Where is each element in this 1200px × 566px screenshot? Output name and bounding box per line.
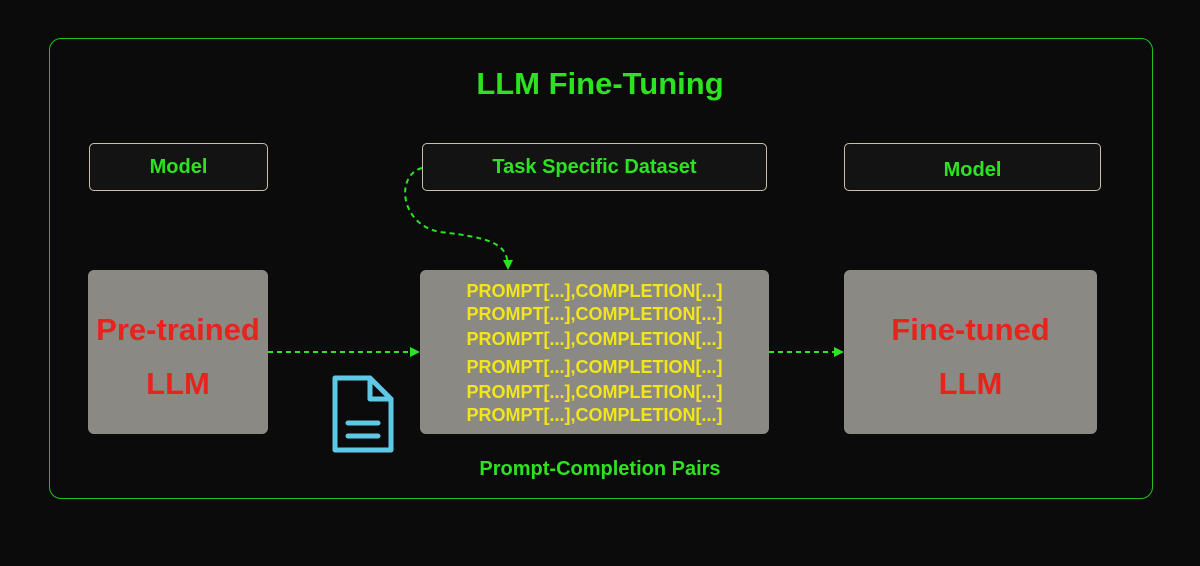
pretrained-llm-box: Pre-trained LLM bbox=[88, 270, 268, 434]
diagram-title: LLM Fine-Tuning bbox=[476, 66, 724, 101]
pretrained-llm-line1: Pre-trained bbox=[96, 312, 260, 347]
label-model-right: Model bbox=[844, 143, 1101, 191]
label-model-right-text: Model bbox=[943, 158, 1002, 181]
pair-row: PROMPT[...],COMPLETION[...] bbox=[466, 304, 723, 324]
pair-row: PROMPT[...],COMPLETION[...] bbox=[466, 281, 723, 301]
pretrained-llm-line2: LLM bbox=[146, 366, 210, 401]
label-task-dataset: Task Specific Dataset bbox=[422, 143, 767, 191]
finetuned-llm-line1: Fine-tuned bbox=[891, 312, 1050, 347]
document-icon bbox=[332, 375, 394, 453]
pair-row: PROMPT[...],COMPLETION[...] bbox=[466, 405, 723, 425]
dataset-box: PROMPT[...],COMPLETION[...] PROMPT[...],… bbox=[420, 270, 769, 434]
finetuned-llm-box: Fine-tuned LLM bbox=[844, 270, 1097, 434]
diagram-frame bbox=[49, 38, 1153, 499]
label-model-left-text: Model bbox=[149, 155, 208, 178]
arrow-task-dataset-to-pairs bbox=[404, 167, 513, 270]
pair-row: PROMPT[...],COMPLETION[...] bbox=[466, 382, 723, 402]
finetuned-llm-line2: LLM bbox=[938, 366, 1003, 401]
label-model-left: Model bbox=[89, 143, 268, 191]
pair-row: PROMPT[...],COMPLETION[...] bbox=[466, 357, 723, 377]
label-task-dataset-text: Task Specific Dataset bbox=[492, 155, 697, 178]
dataset-caption: Prompt-Completion Pairs bbox=[479, 458, 721, 480]
pair-row: PROMPT[...],COMPLETION[...] bbox=[466, 329, 723, 349]
